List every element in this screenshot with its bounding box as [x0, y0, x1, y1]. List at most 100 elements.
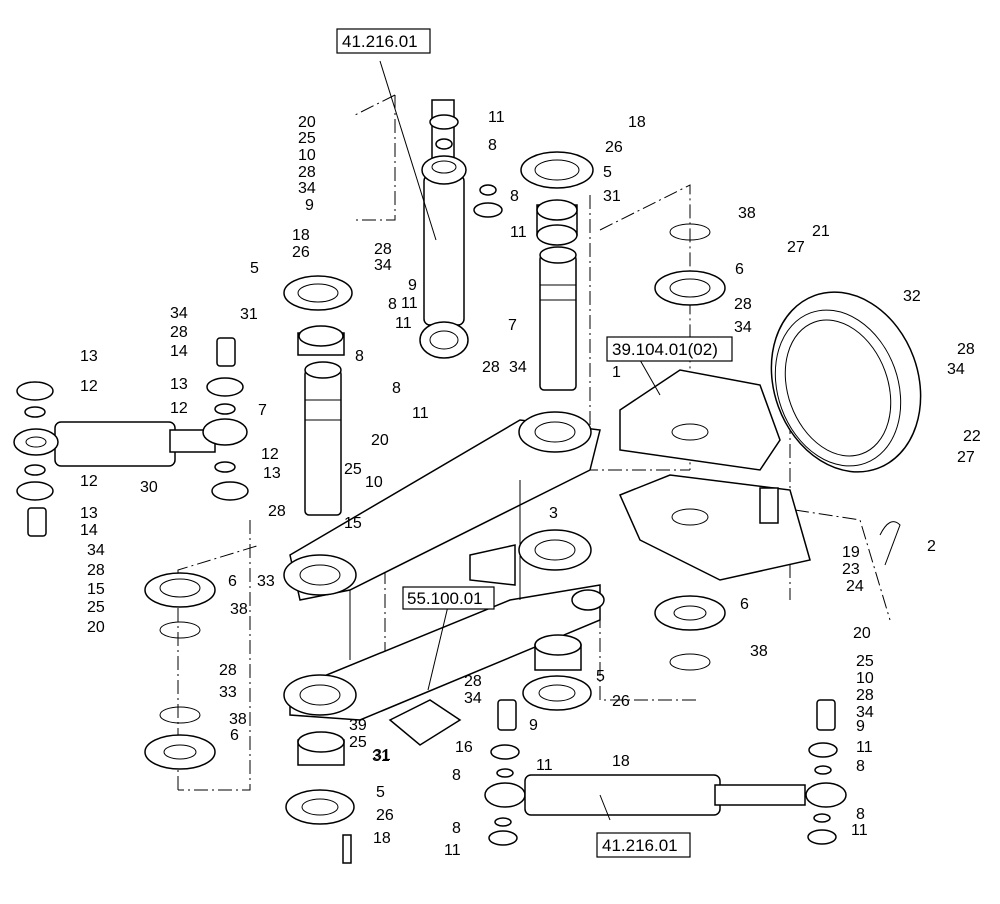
callout-label: 10: [856, 670, 874, 687]
reference-box: 41.216.01: [596, 832, 691, 858]
callout-label: 11: [444, 842, 461, 859]
callout-label: 25: [344, 461, 362, 478]
callout-label: 38: [229, 711, 247, 728]
callout-label: 6: [740, 596, 749, 613]
callout-label: 26: [605, 139, 623, 156]
callout-label: 26: [292, 244, 310, 261]
callout-label: 18: [292, 227, 310, 244]
callout-label: 13: [170, 376, 188, 393]
callout-label: 20: [853, 625, 871, 642]
left-kingpin-stack: [283, 275, 353, 516]
callout-label: 34: [464, 690, 482, 707]
callout-label: 13: [263, 465, 281, 482]
callout-label: 31: [373, 747, 391, 764]
callout-label: 5: [603, 164, 612, 181]
reference-label: 39.104.01(02): [612, 340, 718, 359]
callout-label: 39: [349, 717, 367, 734]
callout-label: 14: [170, 343, 188, 360]
leader-lines: [379, 60, 661, 821]
callout-label: 10: [365, 474, 383, 491]
callout-label: 34: [856, 704, 874, 721]
callout-label: 8: [510, 188, 519, 205]
callout-label: 31: [372, 748, 390, 765]
callout-label: 14: [80, 522, 98, 539]
callout-label: 25: [349, 734, 367, 751]
callout-label: 6: [228, 573, 237, 590]
callout-label: 13: [80, 348, 98, 365]
callout-label: 7: [258, 402, 267, 419]
callout-label: 34: [947, 361, 965, 378]
reference-label: 55.100.01: [407, 589, 483, 608]
callout-label: 18: [612, 753, 630, 770]
callout-label: 5: [376, 784, 385, 801]
reference-boxes: 41.216.01 39.104.01(02) 55.100.01 41.216…: [336, 28, 733, 858]
callout-label: 19: [842, 544, 860, 561]
callout-label: 11: [856, 739, 873, 756]
reference-box: 41.216.01: [336, 28, 431, 54]
callout-label: 34: [87, 542, 105, 559]
callout-label: 28: [734, 296, 752, 313]
lower-center-bearings: [285, 699, 462, 864]
callout-label: 27: [957, 449, 975, 466]
callout-label: 31: [603, 188, 621, 205]
callout-label: 28: [464, 673, 482, 690]
callout-label: 18: [373, 830, 391, 847]
callout-label: 8: [488, 137, 497, 154]
callout-label: 12: [80, 378, 98, 395]
callouts: 20 25 10 28 34 9 11 8 8 11 18 26 5 31 8 …: [80, 109, 981, 859]
callout-label: 18: [628, 114, 646, 131]
callout-label: 34: [734, 319, 752, 336]
callout-label: 11: [395, 315, 412, 332]
reference-box: 39.104.01(02): [606, 336, 733, 362]
upper-steering-cylinder: [419, 99, 503, 359]
callout-label: 23: [842, 561, 860, 578]
callout-label: 11: [412, 405, 429, 422]
reference-box: 55.100.01: [402, 586, 495, 610]
callout-label: 28: [87, 562, 105, 579]
reference-label: 41.216.01: [342, 32, 418, 51]
left-steering-cylinder: [13, 337, 249, 537]
callout-label: 20: [371, 432, 389, 449]
callout-label: 8: [452, 767, 461, 784]
callout-label: 8: [856, 758, 865, 775]
callout-label: 25: [87, 599, 105, 616]
lower-right-bearings: [490, 634, 592, 778]
callout-label: 8: [856, 806, 865, 823]
callout-label: 38: [230, 601, 248, 618]
callout-label: 28: [170, 324, 188, 341]
callout-label: 13: [80, 505, 98, 522]
callout-label: 8: [452, 820, 461, 837]
callout-label: 20: [87, 619, 105, 636]
callout-label: 6: [230, 727, 239, 744]
callout-label: 8: [355, 348, 364, 365]
rotary-carrier: [618, 291, 922, 581]
callout-label: 24: [846, 578, 864, 595]
callout-label: 9: [529, 717, 538, 734]
callout-label: 30: [140, 479, 158, 496]
callout-label: 1: [612, 364, 621, 381]
callout-label: 28: [219, 662, 237, 679]
callout-label: 9: [408, 277, 417, 294]
callout-label: 2: [927, 538, 936, 555]
callout-label: 8: [392, 380, 401, 397]
callout-label: 33: [257, 573, 275, 590]
reference-label: 41.216.01: [602, 836, 678, 855]
callout-label: 28: [482, 359, 500, 376]
callout-label: 25: [856, 653, 874, 670]
callout-label: 34: [298, 180, 316, 197]
callout-label: 34: [374, 257, 392, 274]
callout-label: 21: [812, 223, 830, 240]
callout-label: 33: [219, 684, 237, 701]
callout-label: 34: [509, 359, 527, 376]
callout-label: 22: [963, 428, 981, 445]
callout-label: 11: [488, 109, 505, 126]
left-lower-bearings: [144, 572, 216, 770]
right-bearings: [654, 223, 726, 671]
callout-label: 11: [510, 224, 527, 241]
callout-label: 9: [305, 197, 314, 214]
callout-label: 28: [298, 164, 316, 181]
callout-label: 8: [388, 296, 397, 313]
callout-label: 12: [261, 446, 279, 463]
callout-label: 9: [856, 718, 865, 735]
